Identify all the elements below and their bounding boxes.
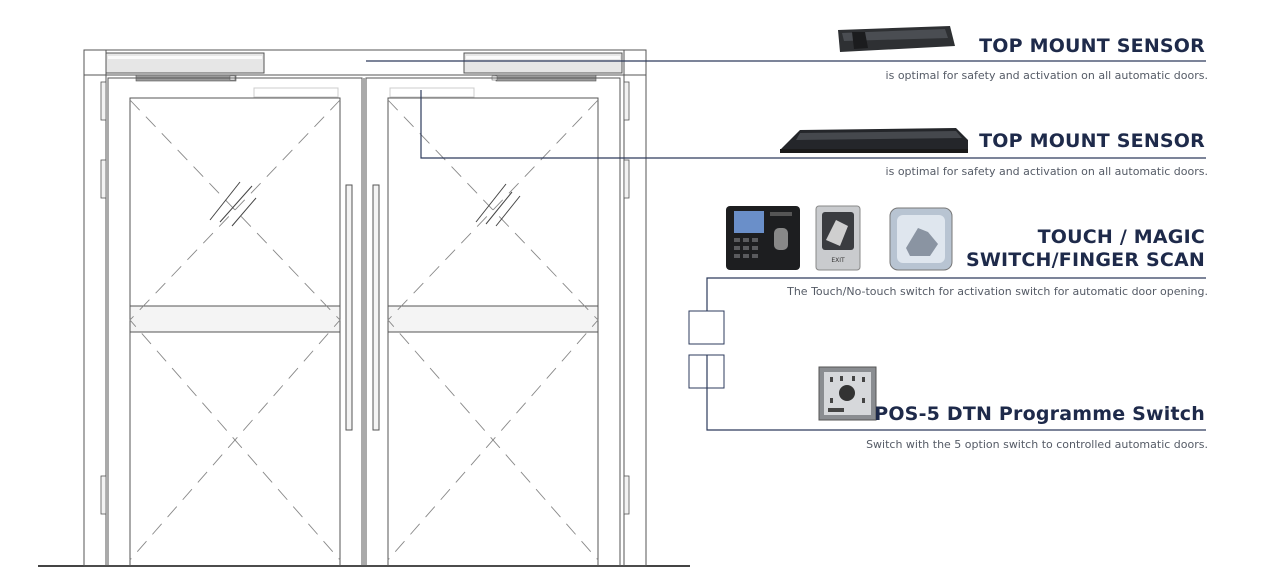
- item-2-description: is optimal for safety and activation on …: [885, 165, 1208, 178]
- item-3-description: The Touch/No-touch switch for activation…: [787, 285, 1208, 298]
- door-leaf-right: [365, 77, 621, 567]
- item-1-title: TOP MOUNT SENSOR: [979, 35, 1205, 57]
- hinges: [100, 81, 630, 515]
- item-4-title: POS-5 DTN Programme Switch: [874, 403, 1205, 425]
- item-4-description: Switch with the 5 option switch to contr…: [866, 438, 1208, 451]
- wall-switch-box-upper: [688, 310, 725, 345]
- leader-lines: [366, 60, 1206, 431]
- item-2-title: TOP MOUNT SENSOR: [979, 130, 1205, 152]
- exit-label: EXIT: [831, 257, 845, 264]
- item-3-title-line-2: SWITCH/FINGER SCAN: [965, 249, 1205, 271]
- glass-reflection: [209, 181, 521, 227]
- item-1-description: is optimal for safety and activation on …: [885, 69, 1208, 82]
- swing-indicator-right: [387, 99, 599, 561]
- top-mount-sensor-image-2: [780, 128, 968, 153]
- top-mount-sensor-image-1: [838, 26, 955, 52]
- item-3-title-line-1: TOUCH / MAGIC: [1037, 226, 1205, 248]
- door-leaf-left: [107, 77, 363, 567]
- door-operator-right: [463, 52, 623, 82]
- swing-indicator-left: [129, 99, 341, 561]
- magic-switch-image: [889, 207, 953, 271]
- finger-scan-image: [726, 206, 800, 270]
- item-3-title: TOUCH / MAGIC SWITCH/FINGER SCAN: [966, 226, 1205, 272]
- exit-button-image: EXIT: [815, 205, 861, 271]
- door-operator-left: [105, 52, 265, 82]
- programme-switch-image: [818, 366, 877, 421]
